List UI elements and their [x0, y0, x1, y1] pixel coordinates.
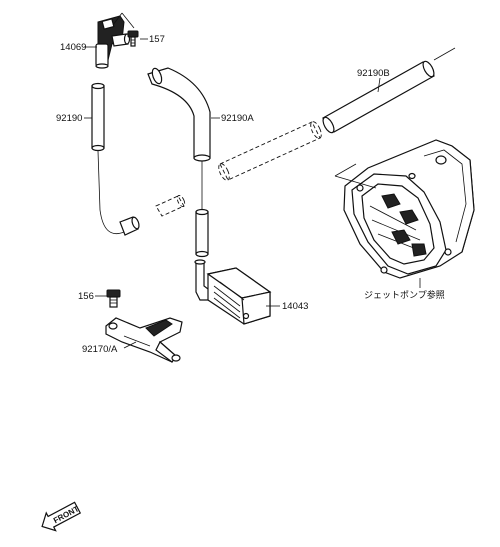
- hose-92190: [91, 82, 105, 152]
- tee-fitting-14069: [95, 15, 131, 69]
- leader-92170A: [123, 341, 137, 349]
- hose-92190A: [147, 67, 211, 162]
- hose-cap: [119, 216, 140, 236]
- callout-14069: 14069: [60, 42, 86, 53]
- guide-line-1: [334, 163, 357, 177]
- callout-157: 157: [149, 34, 165, 45]
- hose-segment: [195, 208, 209, 258]
- front-arrow-icon: FRONT: [41, 501, 82, 532]
- jet-pump-housing: [343, 139, 475, 279]
- routing-line: [97, 150, 125, 235]
- jet-pump-reference-note: ジェットポンプ参照: [364, 289, 445, 301]
- hose-92190B: [322, 60, 435, 134]
- bolt-156: [106, 289, 121, 308]
- chamber-14043: [194, 259, 272, 325]
- leader-92190B-axis: [433, 47, 456, 61]
- callout-92190A: 92190A: [221, 113, 254, 124]
- guide-line-2: [334, 175, 377, 189]
- leader-14069-top: [112, 12, 123, 26]
- dashed-hose: [218, 121, 322, 181]
- callout-14043: 14043: [282, 301, 308, 312]
- callout-156: 156: [78, 291, 94, 302]
- callout-92190: 92190: [56, 113, 82, 124]
- callout-92170A: 92170/A: [82, 344, 118, 355]
- leader-92190B: [377, 77, 381, 93]
- bracket-92170A: [105, 317, 183, 363]
- callout-92190B: 92190B: [357, 68, 390, 79]
- dashed-joint: [155, 194, 186, 217]
- screw-157: [127, 30, 139, 47]
- leader-157-top: [121, 12, 135, 29]
